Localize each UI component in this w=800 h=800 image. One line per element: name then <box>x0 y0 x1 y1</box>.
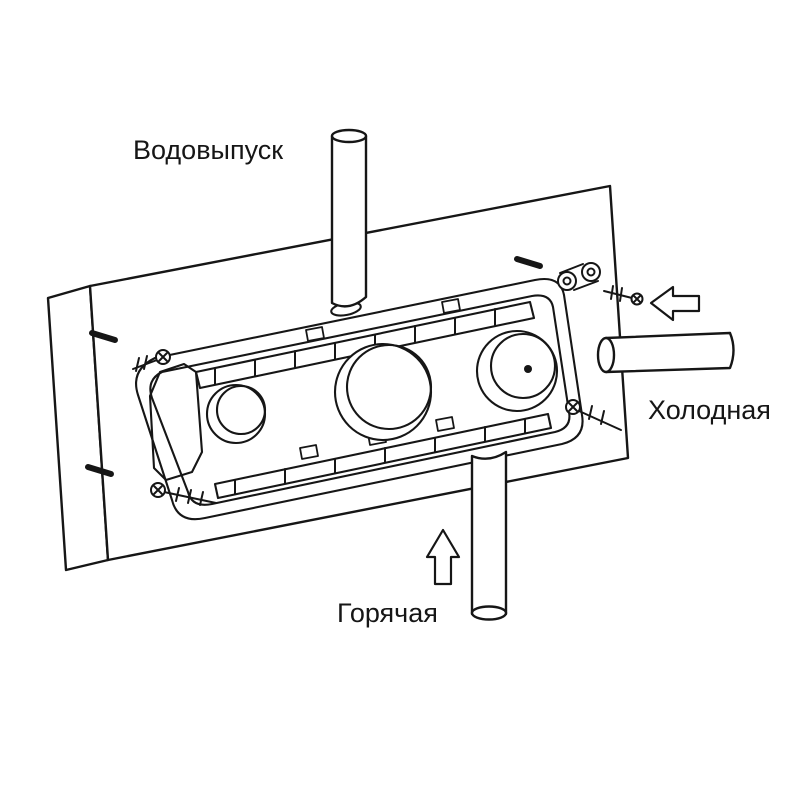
fixing-clip <box>441 298 461 314</box>
right-valve-body <box>475 329 559 413</box>
left-valve-body <box>205 383 267 445</box>
fixing-clip <box>435 416 455 432</box>
bottom-rail-slots <box>234 418 526 495</box>
bottom-left-screw <box>150 482 217 506</box>
plate-anchor-mark <box>85 464 114 477</box>
top-rail <box>194 300 536 390</box>
plate-anchor-mark <box>514 256 543 269</box>
outlet-pipe-cap <box>330 128 368 144</box>
cold-inlet-screw <box>603 285 644 306</box>
hot-flow-arrow <box>425 528 461 586</box>
cold-flow-arrow <box>649 285 701 322</box>
fixing-clip <box>299 444 319 460</box>
cold-pipe <box>596 331 735 374</box>
outlet-pipe <box>330 128 368 308</box>
top-left-screw <box>132 349 171 372</box>
hot-pipe <box>470 450 508 621</box>
bottom-rail <box>213 412 553 500</box>
cold-pipe-cap <box>596 336 616 374</box>
outlet-label: Водовыпуск <box>133 135 283 165</box>
valve-center-dot <box>524 365 532 373</box>
valve-box-left-endcap <box>148 362 204 482</box>
clamp-bracket <box>557 262 601 291</box>
fixing-clip <box>305 326 325 342</box>
top-rail-slots <box>214 308 496 385</box>
valve-box-inner-rim <box>149 294 571 506</box>
hot-label: Горячая <box>337 598 438 628</box>
cold-label: Холодная <box>648 395 771 425</box>
bottom-right-screw <box>565 399 622 431</box>
hot-pipe-cap <box>470 605 508 621</box>
center-valve-body <box>333 342 433 442</box>
plate-anchor-mark <box>89 330 118 343</box>
